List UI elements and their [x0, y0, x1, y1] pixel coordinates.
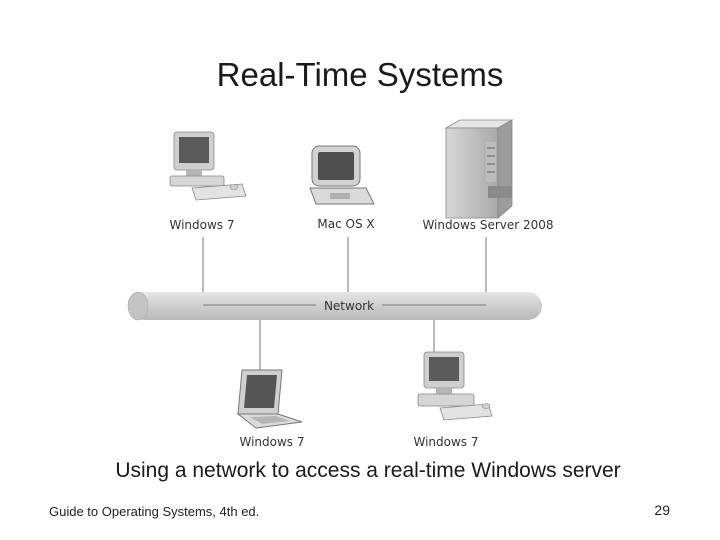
node-label-windows-server: Windows Server 2008 [422, 218, 553, 232]
desktop-computer-icon [417, 351, 493, 421]
node-label-windows7-bottom-left: Windows 7 [239, 435, 304, 449]
diagram-caption: Using a network to access a real-time Wi… [115, 459, 621, 482]
slide-title: Real-Time Systems [216, 56, 504, 93]
page-number: 29 [654, 502, 670, 518]
node-label-windows7-top: Windows 7 [169, 218, 234, 232]
node-label-windows7-bottom-right: Windows 7 [413, 435, 478, 449]
laptop-icon [236, 369, 303, 429]
server-tower-icon [444, 119, 514, 219]
network-label: Network [324, 299, 374, 313]
network-pipe: Network [127, 291, 542, 321]
desktop-computer-icon [169, 131, 247, 201]
laptop-icon [309, 145, 375, 205]
node-label-macosx: Mac OS X [317, 217, 374, 231]
footer-text: Guide to Operating Systems, 4th ed. [49, 504, 260, 519]
